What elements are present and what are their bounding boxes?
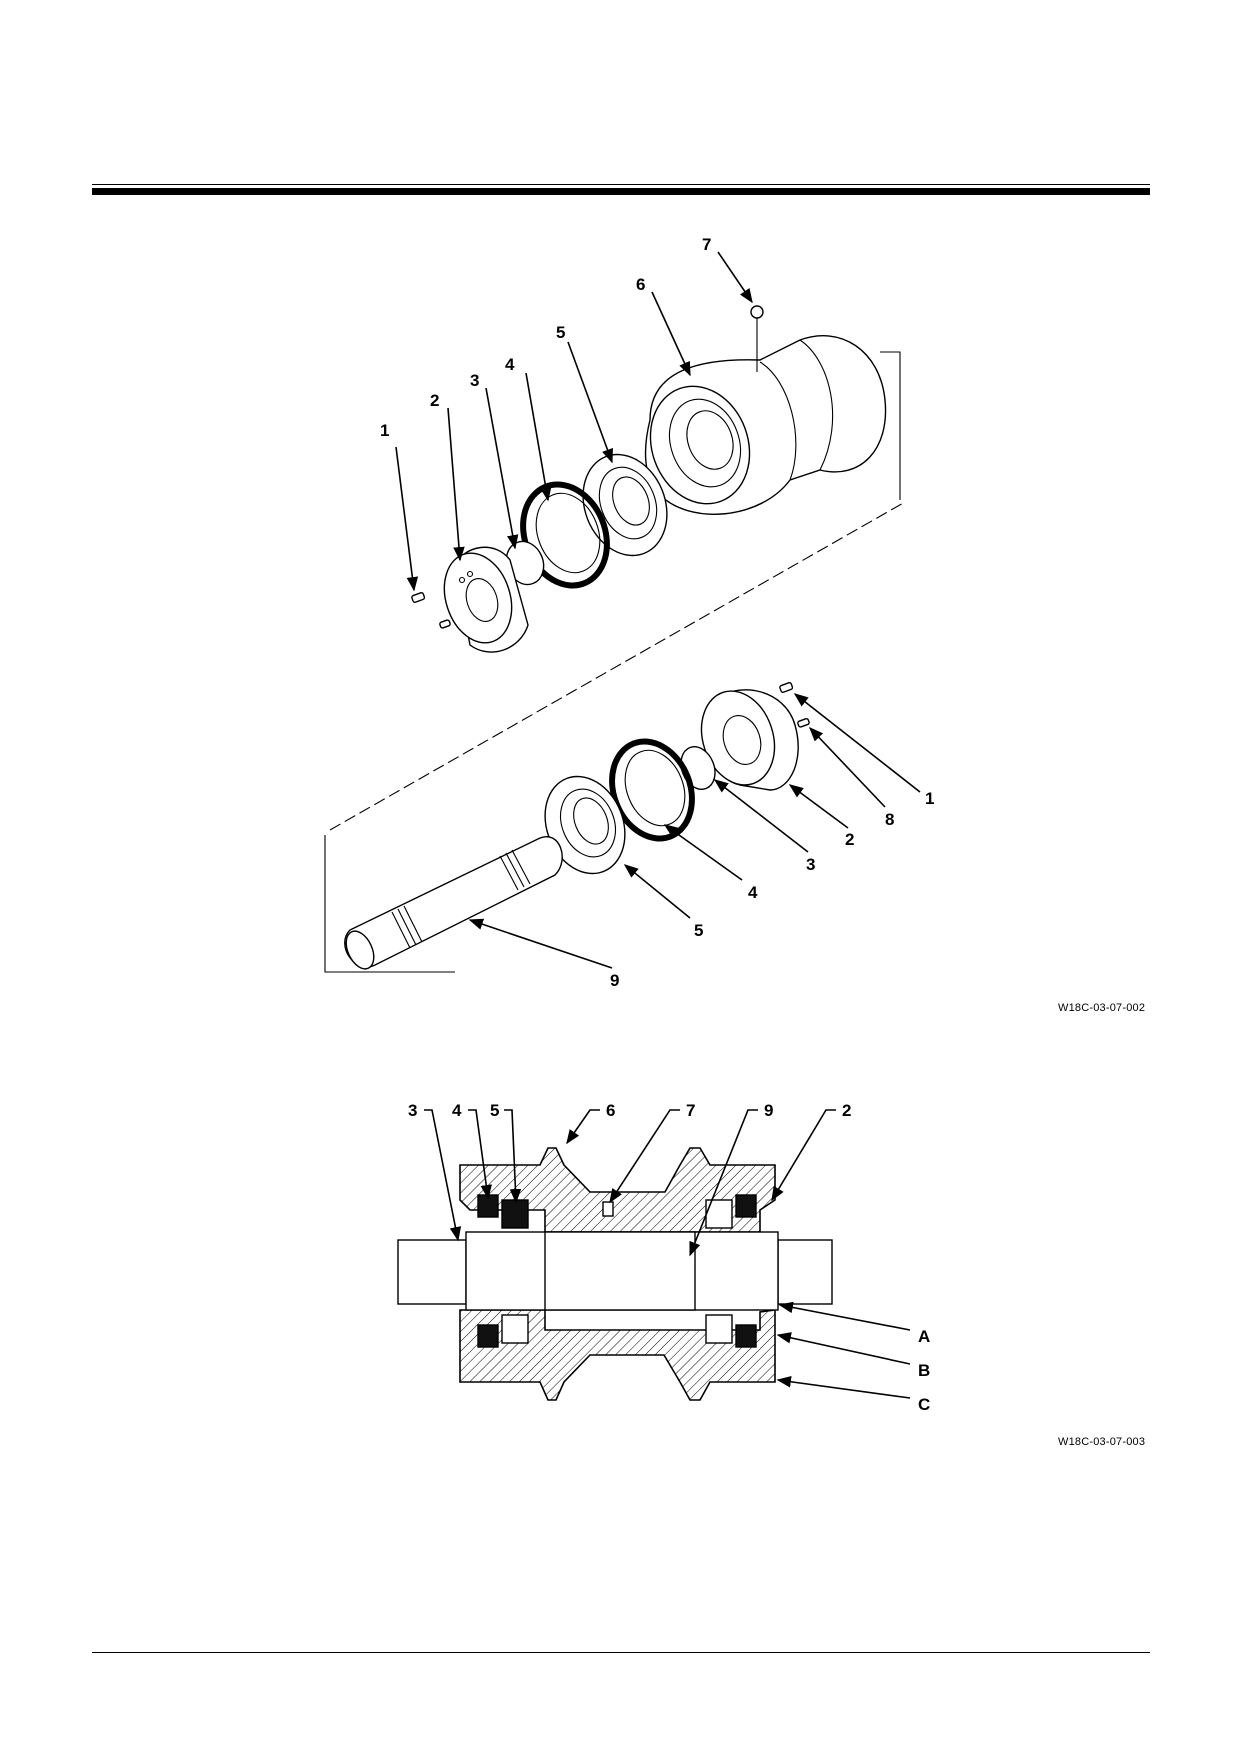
section-callout-7: 7 — [686, 1101, 695, 1120]
shaft-end-left — [397, 1239, 467, 1305]
footer-rule — [92, 1652, 1150, 1653]
plug-section — [602, 1201, 614, 1217]
header-rule-thin — [92, 184, 1150, 185]
section-callout-9: 9 — [764, 1101, 773, 1120]
callout-1-lower: 1 — [925, 789, 934, 808]
shaft-part — [344, 835, 563, 970]
section-callout-B: B — [918, 1361, 930, 1380]
bearing-part-lower — [544, 775, 626, 875]
plug-part — [750, 305, 764, 372]
callout-6: 6 — [636, 275, 645, 294]
pin-part-upper — [411, 591, 426, 603]
callout-5-upper: 5 — [556, 323, 565, 342]
bearing-left-lower — [501, 1314, 529, 1344]
callout-3-upper: 3 — [470, 371, 479, 390]
callout-9: 9 — [610, 971, 619, 990]
callout-4-upper: 4 — [505, 355, 515, 374]
callout-8: 8 — [885, 810, 894, 829]
seal-left-lower — [477, 1324, 499, 1348]
figure-code-2: W18C-03-07-003 — [1058, 1436, 1146, 1448]
callout-7: 7 — [702, 235, 711, 254]
callout-leaders-fig2 — [424, 1109, 911, 1399]
section-callout-3: 3 — [408, 1101, 417, 1120]
bearing-right-lower — [705, 1314, 733, 1344]
roller-body-section-lower — [459, 1309, 776, 1401]
section-callout-2: 2 — [842, 1101, 851, 1120]
set-screw-lower — [797, 717, 810, 728]
callout-4-lower: 4 — [748, 883, 758, 902]
callout-5-lower: 5 — [694, 921, 703, 940]
center-axis-line — [329, 501, 906, 831]
set-screw-upper — [439, 619, 451, 629]
pin-part-lower — [779, 681, 794, 693]
callout-3-lower: 3 — [806, 855, 815, 874]
seal-left-upper — [477, 1194, 499, 1218]
plane-outline-left — [324, 835, 455, 973]
cross-section-figure: 3 4 5 6 7 9 2 A B C — [397, 1101, 930, 1414]
seal-right-lower — [735, 1324, 757, 1348]
shaft-end-right — [777, 1239, 833, 1305]
section-callout-4: 4 — [452, 1101, 462, 1120]
exploded-view-figure: 1 2 3 4 5 6 7 1 8 2 3 4 5 9 — [324, 235, 934, 990]
collar-part-upper — [443, 546, 529, 653]
bearing-left-upper — [501, 1199, 529, 1229]
header-rule-thick — [92, 188, 1150, 195]
roller-body-part — [644, 335, 887, 515]
callout-1-upper: 1 — [380, 421, 389, 440]
callout-leaders-fig1 — [395, 251, 921, 969]
shaft-center-section — [544, 1231, 696, 1311]
callout-2-upper: 2 — [430, 391, 439, 410]
seal-right-upper — [735, 1194, 757, 1218]
section-callout-C: C — [918, 1395, 930, 1414]
callout-2-lower: 2 — [845, 830, 854, 849]
section-callout-5: 5 — [490, 1101, 499, 1120]
section-callout-A: A — [918, 1327, 930, 1346]
collar-part-lower — [700, 689, 799, 791]
roller-body-section-upper — [459, 1147, 776, 1233]
plane-outline-right — [880, 351, 901, 500]
figure-code-1: W18C-03-07-002 — [1058, 1002, 1146, 1014]
section-callout-6: 6 — [606, 1101, 615, 1120]
